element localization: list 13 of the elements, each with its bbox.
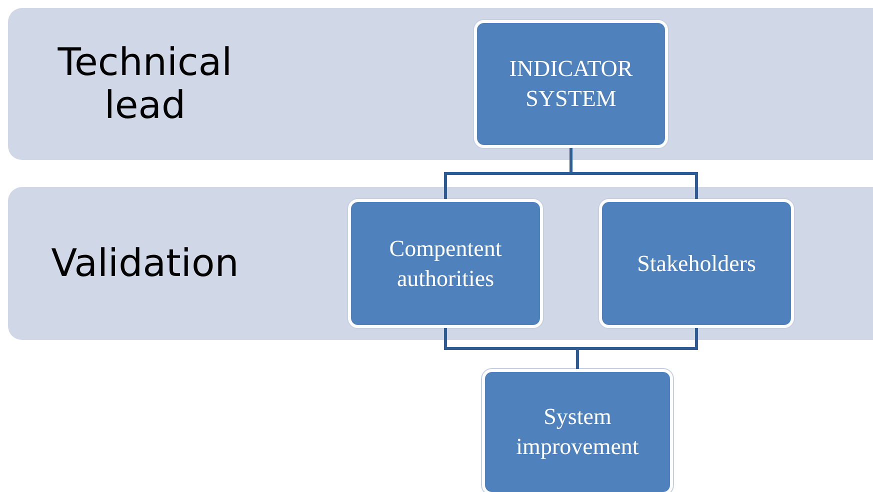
lane-title: Validation [51,242,239,285]
connector-line [576,328,698,369]
swimlane-band [8,187,873,340]
process-box [482,369,673,492]
process-box [474,20,668,148]
box-label: System improvement [515,403,640,461]
process-box [348,199,543,328]
swimlane-band [8,8,873,160]
process-box [599,199,794,328]
lane-title: Technical lead [56,41,234,127]
box-label: INDICATOR SYSTEM [508,55,634,113]
box-label: Compentent authorities [388,234,503,292]
box-label: Stakeholders [636,250,757,278]
